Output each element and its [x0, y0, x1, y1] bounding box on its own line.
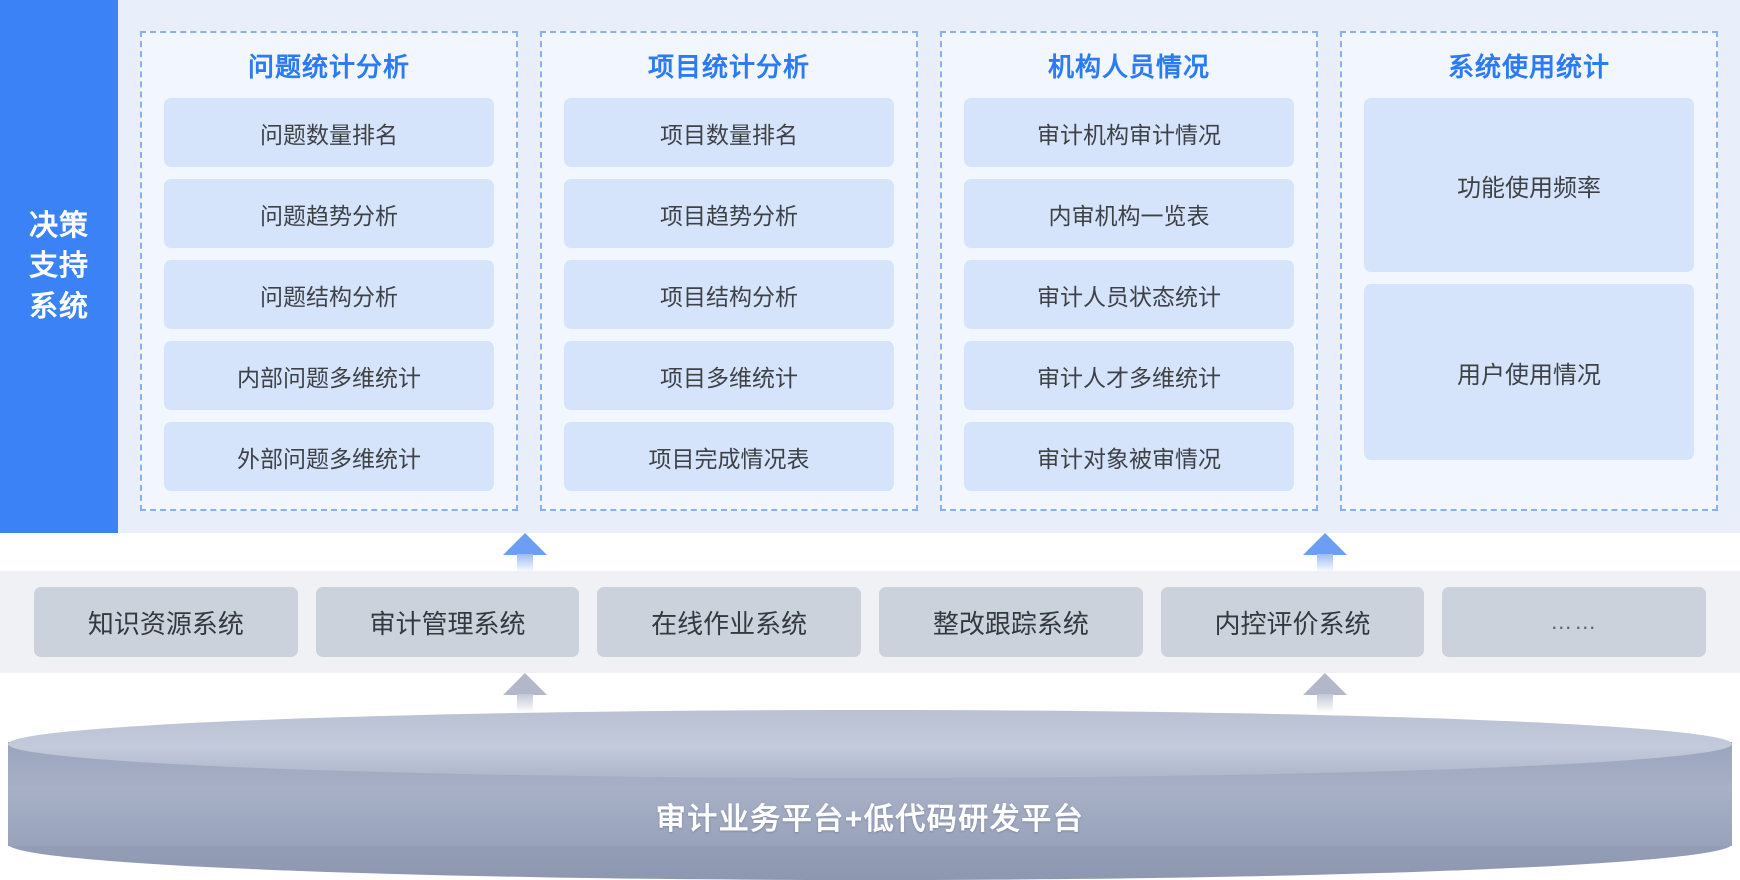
side-label-line-2: 支持 [28, 250, 89, 283]
group-system-usage: 系统使用统计 功能使用频率 用户使用情况 [1340, 31, 1718, 511]
list-item[interactable]: 项目多维统计 [564, 341, 894, 410]
group-title: 问题统计分析 [247, 52, 410, 82]
side-label-line-3: 系统 [28, 290, 89, 323]
list-item[interactable]: 用户使用情况 [1364, 284, 1694, 460]
side-label-line-1: 决策 [28, 210, 89, 243]
arrow-head [1303, 673, 1347, 695]
system-card[interactable]: 内控评价系统 [1160, 587, 1425, 657]
cylinder-top-ellipse [8, 710, 1732, 778]
group-item-list: 功能使用频率 用户使用情况 [1364, 98, 1694, 491]
list-item[interactable]: 内审机构一览表 [964, 179, 1294, 248]
system-card[interactable]: 在线作业系统 [597, 587, 862, 657]
source-systems-band: 知识资源系统 审计管理系统 在线作业系统 整改跟踪系统 内控评价系统 …… [0, 571, 1740, 673]
list-item[interactable]: 审计对象被审情况 [964, 422, 1294, 491]
list-item[interactable]: 项目趋势分析 [564, 179, 894, 248]
arrow-tail [1317, 554, 1333, 573]
group-organization-personnel: 机构人员情况 审计机构审计情况 内审机构一览表 审计人员状态统计 审计人才多维统… [940, 31, 1318, 511]
list-item[interactable]: 问题趋势分析 [164, 179, 494, 248]
list-item[interactable]: 项目完成情况表 [564, 422, 894, 491]
up-arrow-icon-lower-left [503, 673, 547, 713]
platform-label: 审计业务平台+低代码研发平台 [655, 803, 1085, 836]
group-item-list: 问题数量排名 问题趋势分析 问题结构分析 内部问题多维统计 外部问题多维统计 [164, 98, 494, 491]
platform-cylinder: 审计业务平台+低代码研发平台 [0, 710, 1740, 880]
arrow-head [503, 533, 547, 555]
analysis-groups-panel: 问题统计分析 问题数量排名 问题趋势分析 问题结构分析 内部问题多维统计 外部问… [118, 0, 1740, 533]
arrow-tail [517, 554, 533, 573]
list-item[interactable]: 审计人才多维统计 [964, 341, 1294, 410]
list-item[interactable]: 审计机构审计情况 [964, 98, 1294, 167]
group-problem-statistics: 问题统计分析 问题数量排名 问题趋势分析 问题结构分析 内部问题多维统计 外部问… [140, 31, 518, 511]
decision-support-side-label: 决策 支持 系统 [0, 0, 118, 533]
list-item[interactable]: 功能使用频率 [1364, 98, 1694, 272]
decision-support-region: 决策 支持 系统 问题统计分析 问题数量排名 问题趋势分析 问题结构分析 内部问… [0, 0, 1740, 533]
system-card[interactable]: 整改跟踪系统 [879, 587, 1143, 657]
up-arrow-icon-lower-right [1303, 673, 1347, 713]
group-item-list: 审计机构审计情况 内审机构一览表 审计人员状态统计 审计人才多维统计 审计对象被… [964, 98, 1294, 491]
group-title: 系统使用统计 [1447, 52, 1610, 82]
list-item[interactable]: 项目结构分析 [564, 260, 894, 329]
list-item[interactable]: 内部问题多维统计 [164, 341, 494, 410]
list-item[interactable]: 问题结构分析 [164, 260, 494, 329]
arrow-head [503, 673, 547, 695]
group-item-list: 项目数量排名 项目趋势分析 项目结构分析 项目多维统计 项目完成情况表 [564, 98, 894, 491]
list-item[interactable]: 项目数量排名 [564, 98, 894, 167]
system-card[interactable]: 审计管理系统 [315, 587, 580, 657]
arrow-head [1303, 533, 1347, 555]
list-item[interactable]: 审计人员状态统计 [964, 260, 1294, 329]
system-card[interactable]: 知识资源系统 [34, 587, 298, 657]
up-arrow-icon-left [503, 533, 547, 573]
group-project-statistics: 项目统计分析 项目数量排名 项目趋势分析 项目结构分析 项目多维统计 项目完成情… [540, 31, 918, 511]
group-title: 机构人员情况 [1047, 52, 1210, 82]
list-item[interactable]: 外部问题多维统计 [164, 422, 494, 491]
up-arrow-icon-right [1303, 533, 1347, 573]
list-item[interactable]: 问题数量排名 [164, 98, 494, 167]
arrow-tail [1317, 694, 1333, 713]
arrow-tail [517, 694, 533, 713]
group-title: 项目统计分析 [647, 52, 810, 82]
system-card-more[interactable]: …… [1442, 587, 1707, 657]
